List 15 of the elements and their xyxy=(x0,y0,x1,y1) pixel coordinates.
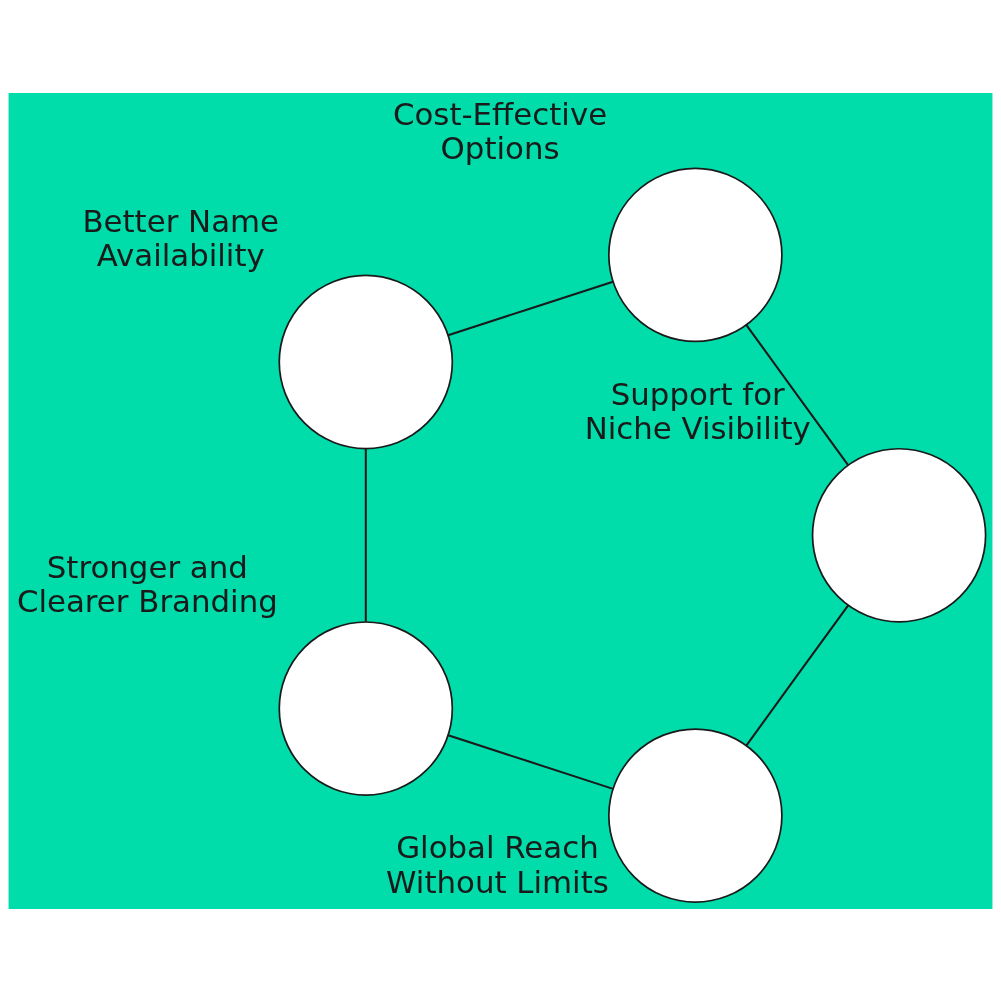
node-circle xyxy=(278,274,454,449)
node-label: Better Name Availability xyxy=(82,202,280,273)
node-circle xyxy=(811,447,987,623)
node-circle xyxy=(608,167,783,342)
node-label: Global Reach Without Limits xyxy=(386,828,609,900)
node-circle xyxy=(278,620,454,796)
connector xyxy=(745,604,849,746)
connector xyxy=(364,448,367,622)
connector xyxy=(745,323,849,466)
connector xyxy=(447,280,614,336)
node-label: Support for Niche Visibility xyxy=(584,375,811,446)
node-label: Stronger and Clearer Branding xyxy=(16,548,278,619)
connector xyxy=(447,733,614,790)
node-circle xyxy=(608,727,783,903)
node-label: Cost-Effective Options xyxy=(392,95,608,166)
